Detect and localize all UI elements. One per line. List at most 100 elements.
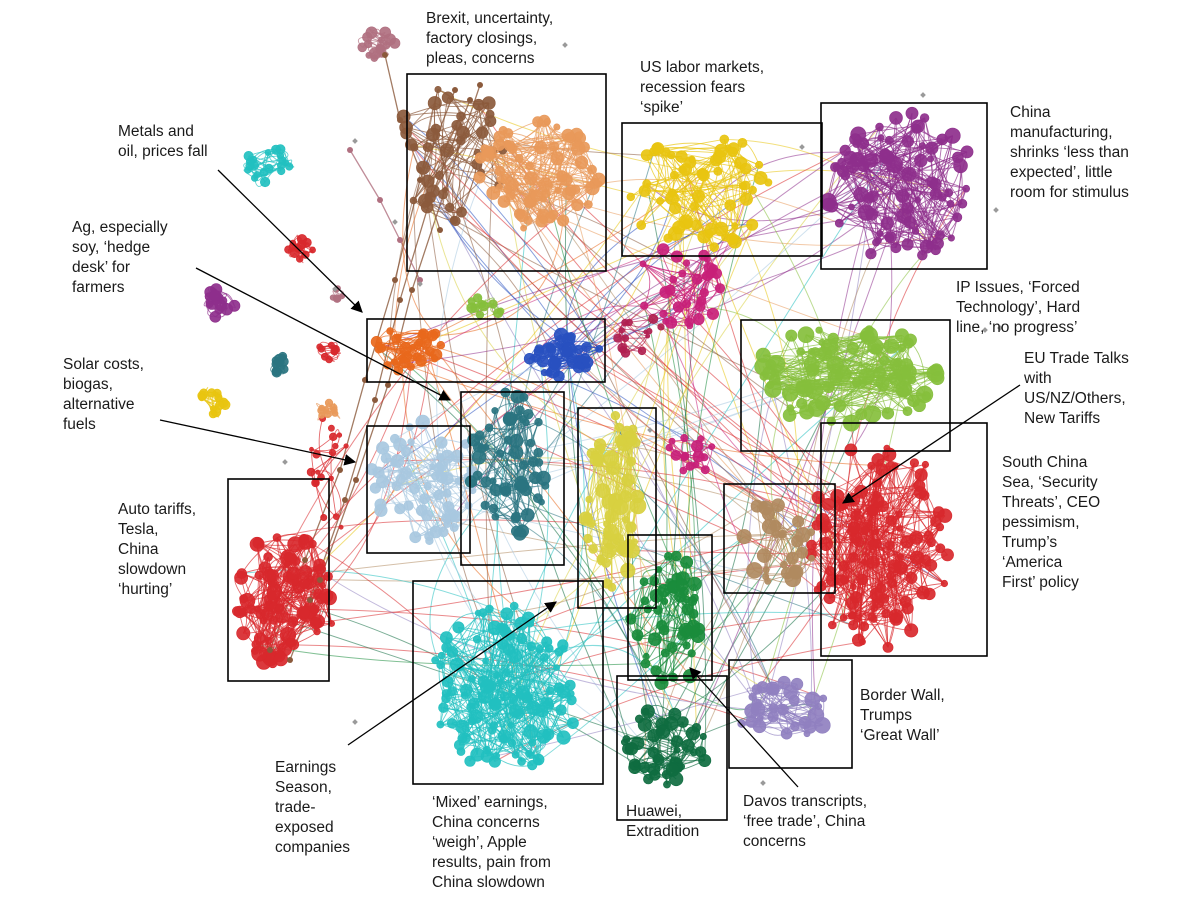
network-node	[796, 397, 808, 409]
network-edge	[515, 414, 529, 519]
network-node	[872, 538, 882, 549]
network-edge	[563, 645, 676, 715]
network-node	[365, 51, 373, 59]
network-edge	[405, 127, 841, 506]
network-node	[452, 87, 458, 93]
label-us-labor: US labor markets, recession fears ‘spike…	[640, 59, 765, 116]
network-node	[264, 149, 272, 156]
network-node	[500, 173, 512, 185]
network-node	[532, 116, 544, 128]
network-node	[848, 619, 859, 631]
network-node	[316, 343, 324, 351]
network-node	[871, 453, 885, 467]
network-node	[459, 683, 473, 697]
network-node	[860, 525, 870, 535]
label-ag: Ag, especially soy, ‘hedge desk’ for far…	[72, 219, 168, 296]
network-node	[665, 762, 680, 777]
network-node	[859, 621, 870, 632]
network-node	[859, 326, 878, 345]
network-node	[797, 326, 815, 344]
network-node	[888, 608, 904, 624]
network-node	[850, 591, 863, 603]
network-node	[639, 577, 649, 587]
network-node	[553, 682, 565, 694]
network-node	[250, 161, 259, 170]
network-edge	[485, 447, 539, 499]
network-node	[327, 424, 335, 432]
network-edge	[440, 248, 664, 346]
network-node	[755, 160, 764, 169]
network-node	[509, 445, 524, 460]
network-node	[746, 562, 763, 579]
network-node	[267, 647, 273, 653]
network-edge	[570, 224, 753, 337]
network-node	[415, 338, 424, 347]
network-node	[422, 142, 433, 153]
network-node	[298, 534, 314, 550]
network-node	[652, 755, 661, 764]
network-node	[680, 555, 694, 569]
network-node	[625, 613, 637, 625]
network-node	[640, 658, 651, 669]
network-node	[287, 616, 299, 627]
network-edge	[839, 145, 923, 224]
network-edge	[585, 366, 812, 559]
network-node	[785, 329, 798, 342]
network-node	[330, 406, 338, 414]
network-node	[320, 513, 328, 521]
network-node	[397, 297, 403, 303]
network-node	[481, 148, 495, 162]
network-node	[269, 616, 279, 625]
network-node	[821, 525, 829, 534]
network-node	[329, 432, 338, 441]
network-node	[405, 423, 414, 431]
network-edge	[424, 498, 766, 578]
network-node	[859, 379, 867, 388]
network-node	[879, 148, 891, 159]
network-node	[309, 616, 323, 630]
network-node	[399, 342, 412, 355]
network-node	[699, 288, 709, 298]
network-edge	[671, 184, 746, 194]
network-node	[625, 318, 633, 327]
network-edge	[822, 465, 872, 521]
network-node	[845, 159, 860, 173]
network-node	[905, 571, 918, 584]
network-node	[541, 342, 557, 357]
network-node	[251, 645, 268, 662]
network-node	[399, 466, 413, 481]
network-node	[286, 566, 300, 580]
network-node	[298, 565, 313, 579]
network-edge	[631, 550, 649, 712]
network-node	[602, 450, 619, 467]
network-node	[691, 722, 702, 733]
network-node	[636, 220, 647, 230]
network-node	[313, 558, 326, 571]
network-edge	[310, 564, 784, 582]
network-node	[737, 137, 748, 148]
network-node	[523, 724, 539, 739]
network-node	[882, 447, 897, 462]
network-node	[426, 329, 439, 342]
network-node	[427, 96, 442, 111]
network-node	[690, 201, 700, 211]
network-node	[882, 642, 894, 653]
network-node	[880, 216, 894, 230]
network-node	[870, 604, 879, 612]
network-node	[901, 135, 915, 148]
network-node	[289, 248, 300, 259]
network-node	[612, 499, 629, 516]
network-node	[528, 738, 537, 747]
network-node	[478, 301, 489, 312]
network-edge	[568, 193, 856, 538]
network-node	[680, 433, 689, 442]
box-south-china-sea	[820, 422, 988, 657]
network-node	[815, 395, 831, 411]
network-node	[323, 409, 332, 419]
network-node	[482, 657, 489, 665]
label-metals: Metals and oil, prices fall	[118, 123, 208, 160]
network-node	[848, 612, 856, 620]
network-node	[650, 665, 662, 677]
box-metals-ag	[366, 318, 606, 383]
